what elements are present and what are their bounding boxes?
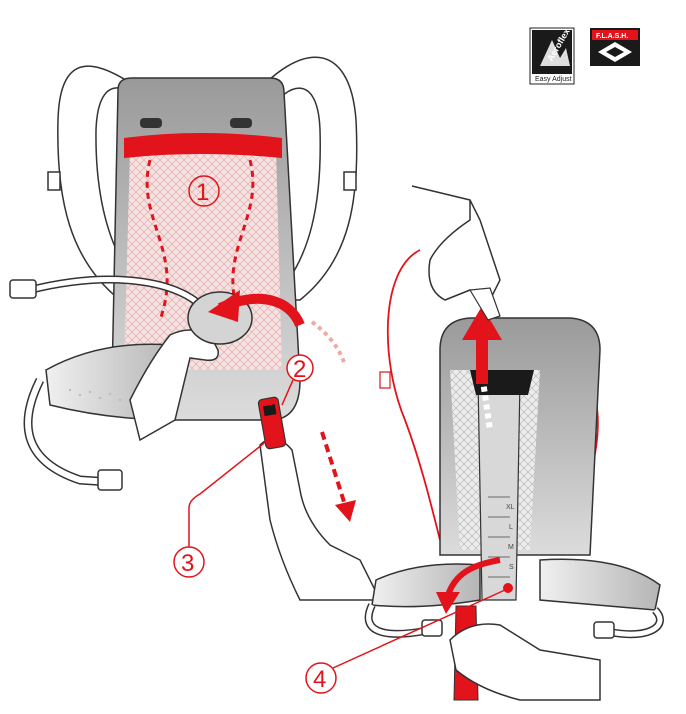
aeroflex-logo: Aeroflex Easy Adjust (529, 27, 575, 85)
hydration-tube (27, 277, 208, 313)
adjust-point (503, 583, 513, 593)
aeroflex-logo-sub: Easy Adjust (535, 76, 572, 83)
tension-band (124, 133, 282, 158)
strap-slot (230, 118, 252, 128)
frame-rod-right (231, 159, 255, 321)
callout-1: 1 (188, 175, 220, 207)
hip-pad-right-b (539, 558, 661, 611)
frame-rod-left (145, 159, 169, 321)
flash-logo-name: F.L.A.S.H. (596, 33, 628, 40)
callout-3: 3 (173, 439, 269, 578)
callout-2: 2 (281, 354, 314, 406)
hand-top (411, 185, 501, 302)
backpack-right: XL L M S (364, 185, 664, 701)
callout-3-label: 3 (181, 550, 194, 577)
shoulder-strap-outline-left (386, 249, 441, 541)
hand-bottom (449, 623, 601, 701)
callout-4-label: 4 (313, 666, 326, 693)
callout-1-label: 1 (196, 179, 209, 206)
up-arrow (462, 306, 502, 384)
size-mark-xl: XL (506, 504, 515, 511)
strap-buckle-right (343, 171, 357, 191)
hip-buckle-right-b (593, 621, 615, 639)
pull-arrow-head (208, 290, 240, 322)
hip-belt-strap (25, 378, 111, 485)
hip-belt-buckle (97, 469, 123, 491)
right-shoulder-strap (248, 56, 358, 301)
torso-length-track (477, 379, 521, 601)
pull-down-arrow (445, 557, 501, 597)
callout-2-label: 2 (293, 356, 306, 383)
size-scale: XL L M S (488, 496, 515, 578)
mountain-icon (540, 40, 570, 66)
size-mark-s: S (509, 564, 514, 571)
tube-connector (9, 279, 37, 299)
down-arrow-dashed (320, 431, 347, 506)
hand-middle (257, 396, 382, 601)
size-mark-m: M (508, 544, 514, 551)
flash-logo: F.L.A.S.H. (590, 28, 640, 66)
callout-4: 4 (305, 589, 506, 694)
size-mark-l: L (509, 524, 513, 531)
strap-slot (140, 118, 162, 128)
strap-buckle-left (47, 171, 61, 191)
backpack-left (9, 56, 358, 491)
